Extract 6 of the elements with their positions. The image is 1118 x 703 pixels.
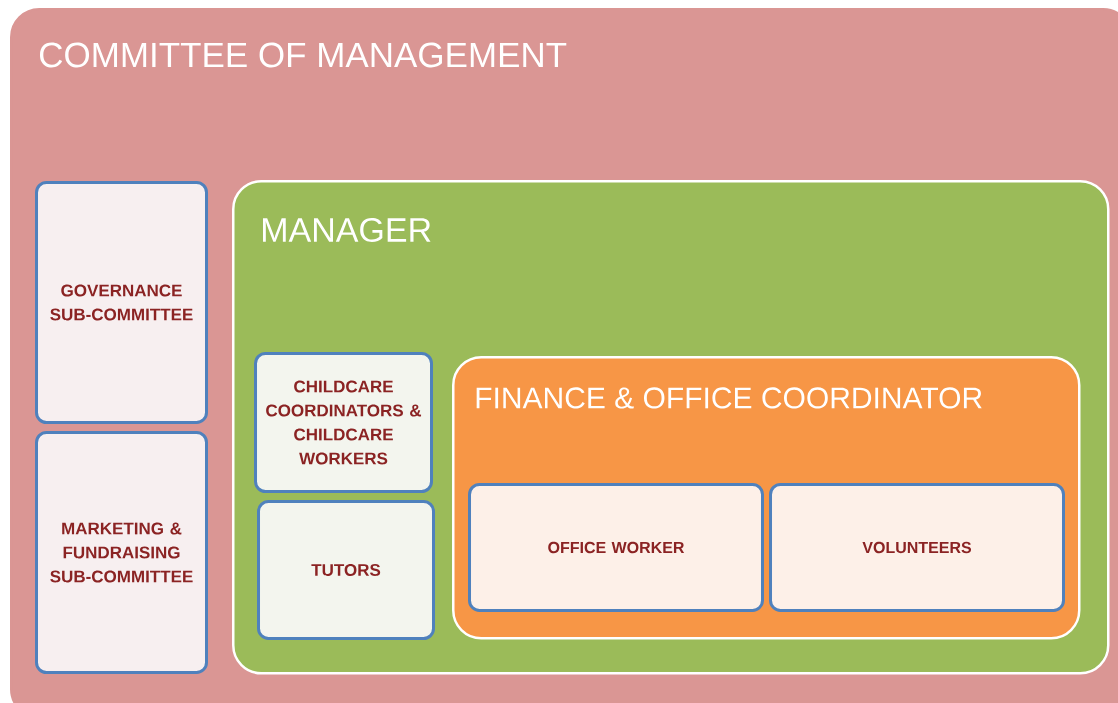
role-box: OFFICE WORKER <box>468 483 764 612</box>
role-box: GOVERNANCE SUB-COMMITTEE <box>35 181 208 424</box>
role-box: VOLUNTEERS <box>769 483 1065 612</box>
role-box: TUTORS <box>257 500 435 640</box>
role-box: MARKETING & FUNDRAISING SUB-COMMITTEE <box>35 431 208 674</box>
role-box: CHILDCARE COORDINATORS & CHILDCARE WORKERS <box>254 352 433 493</box>
